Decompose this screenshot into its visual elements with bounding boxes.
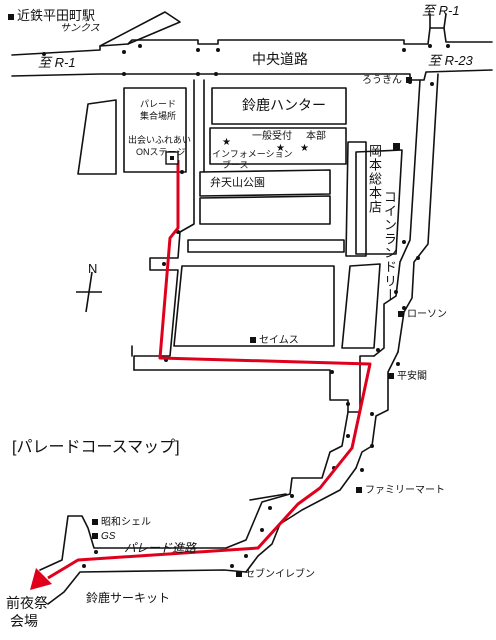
- okamoto-block: [345, 141, 367, 257]
- lawson-label: ローソン: [398, 310, 447, 320]
- park-block: [199, 169, 331, 197]
- assembly-block: [123, 87, 187, 173]
- familymart-label: ファミリーマート: [356, 486, 445, 496]
- laundry-label: コインランドリー: [382, 190, 397, 302]
- info-booth-label-1: インフォメーション: [212, 149, 293, 159]
- chuo-road-north-edge: [11, 27, 493, 56]
- hunter-label: 鈴鹿ハンター: [242, 97, 326, 113]
- info-booth-label-2: ブース: [222, 160, 249, 170]
- south-block: [173, 265, 335, 347]
- hq-label: 本部: [306, 131, 326, 142]
- chuo-road-label: 中央道路: [252, 51, 308, 67]
- assembly-label-1: パレード: [140, 99, 177, 109]
- eve-venue-label-2: 会場: [10, 613, 38, 629]
- stub-block-2: [249, 493, 287, 501]
- hunter-block: [211, 87, 347, 125]
- east-road-east-edge: [397, 73, 439, 353]
- showa-shell-label: 昭和シェル: [92, 518, 151, 528]
- central-street-west: [133, 79, 195, 371]
- diagonal-north-street: [99, 11, 181, 47]
- compass-north: N: [88, 261, 98, 276]
- west-block: [77, 99, 117, 175]
- to-r23-label: 至 R-23: [428, 53, 473, 68]
- circuit-label: 鈴鹿サーキット: [86, 591, 171, 605]
- road-outlines: [11, 11, 493, 605]
- lower-diag-south-edge: [47, 467, 357, 605]
- south-street-east-edge: [355, 351, 399, 469]
- zemus-label: セイムス: [250, 336, 299, 346]
- star-icon: ★: [222, 137, 231, 148]
- heiankaku-label: 平安閣: [388, 372, 427, 382]
- map-title: [パレードコースマップ]: [12, 439, 180, 456]
- seven-eleven-label: セブンイレブン: [236, 570, 315, 580]
- compass: [76, 271, 102, 313]
- route-arrow-head: [30, 568, 52, 590]
- stage-label-1: 出会いふれあい: [128, 135, 192, 145]
- east-road-west-edge: [373, 79, 421, 357]
- okamoto-label: 岡本総本店: [367, 144, 382, 214]
- okamoto-marker: [393, 143, 400, 150]
- parade-road-label: パレード進路: [124, 541, 197, 555]
- park-block-south: [199, 195, 331, 225]
- mid-east-block: [341, 263, 381, 349]
- gs-label: GS: [92, 532, 115, 542]
- parade-route-line: [47, 160, 372, 580]
- general-reception-label: 一般受付: [252, 131, 292, 142]
- to-r1-north-label: 至 R-1: [422, 3, 460, 18]
- star-icon-3: ★: [300, 143, 309, 154]
- north-branch-street: [429, 13, 447, 29]
- laundry-block: [355, 149, 403, 255]
- station-label: 近鉄平田町駅: [8, 9, 95, 22]
- reception-block: [209, 127, 347, 165]
- thin-bar: [187, 239, 345, 253]
- lower-diag-north-edge: [39, 411, 349, 571]
- sanks-label: サンクス: [60, 23, 100, 34]
- to-r1-west-label: 至 R-1: [38, 55, 76, 70]
- eve-venue-label-1: 前夜祭: [6, 595, 48, 611]
- chuo-road-south-edge: [11, 69, 493, 81]
- stage-label-2: ONステージ: [136, 147, 186, 157]
- rouken-label: ろうきん: [362, 76, 415, 86]
- assembly-label-2: 集合場所: [140, 111, 177, 121]
- star-icon-2: ★: [276, 143, 285, 154]
- benten-park-label: 弁天山公園: [210, 177, 265, 189]
